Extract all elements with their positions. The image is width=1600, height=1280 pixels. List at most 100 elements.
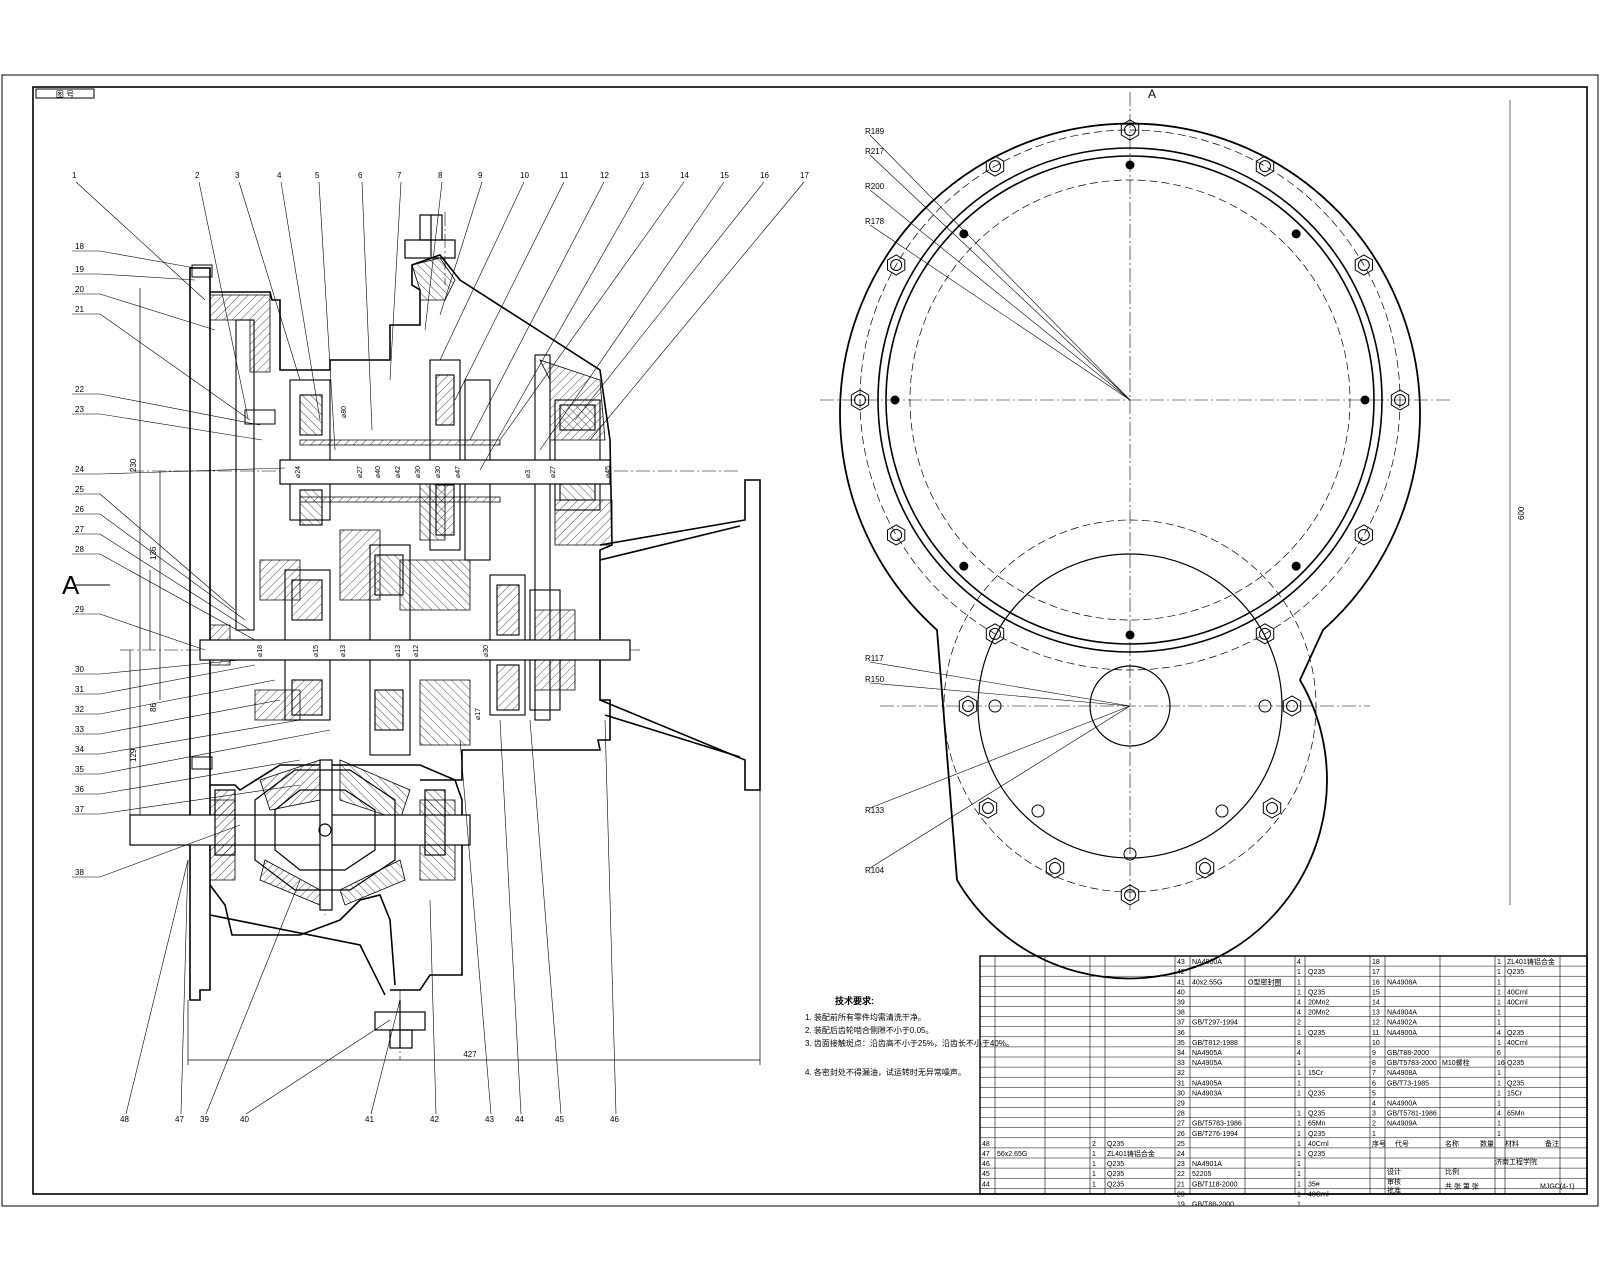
gearbox-end-view: A 600 R189 R217 R200 R178 R117 R150 R133… — [820, 87, 1526, 980]
hex-bolt-head — [1390, 389, 1410, 411]
bom-qty: 8 — [1297, 1040, 1301, 1047]
technical-notes: 技术要求: 1. 装配前所有零件均需清洗干净。 2. 装配后齿轮啮合侧隙不小于0… — [805, 995, 1014, 1077]
svg-text:R133: R133 — [865, 806, 885, 815]
bom-index: 11 — [1372, 1030, 1379, 1037]
bom-index: 37 — [1177, 1020, 1185, 1027]
bom-material: 35# — [1308, 1181, 1320, 1188]
bom-index: 6 — [1372, 1080, 1376, 1087]
bom-qty: 4 — [1497, 1111, 1501, 1118]
bom-material: Q235 — [1107, 1171, 1124, 1178]
balloon-bottom: 40 — [240, 1115, 249, 1124]
svg-text:R217: R217 — [865, 147, 885, 156]
bom-qty: 1 — [1497, 1000, 1501, 1007]
bom-qty: 1 — [1497, 1070, 1501, 1077]
bom-code: GB/T118-2000 — [1192, 1181, 1238, 1188]
hex-bolt-washer — [1049, 862, 1061, 874]
svg-text:⌀3: ⌀3 — [525, 470, 532, 478]
dim-vert-86: 86 — [149, 703, 158, 712]
dimension-lines — [129, 288, 761, 1065]
bom-index: 29 — [1177, 1101, 1185, 1108]
balloon-left: 26 — [75, 505, 84, 514]
bore-upper — [909, 179, 1351, 621]
bom-qty: 1 — [1092, 1151, 1096, 1158]
bolt-hole — [1123, 847, 1137, 861]
hex-bolt-washer — [890, 529, 903, 541]
balloon-left: 22 — [75, 385, 84, 394]
tap-hole — [959, 229, 969, 239]
bom-code: GB/T5781-1986 — [1387, 1111, 1437, 1118]
svg-text:⌀17: ⌀17 — [475, 708, 482, 720]
shafts — [129, 459, 631, 911]
hex-bolt-head — [1195, 857, 1215, 879]
hex-bolt-washer — [1266, 802, 1278, 814]
title-design: 设计 — [1387, 1167, 1401, 1176]
balloon-bottom: 48 — [120, 1115, 129, 1124]
bom-index: 43 — [1177, 959, 1185, 966]
dim-overall-width: 427 — [463, 1050, 477, 1059]
bom-qty: 1 — [1297, 1141, 1301, 1148]
hex-bolt-washer — [1259, 160, 1271, 173]
bom-qty: 16 — [1497, 1060, 1505, 1067]
shaft-dims-lower: ⌀18 ⌀15 ⌀13 ⌀13 ⌀12 ⌀30 ⌀17 — [257, 645, 490, 720]
bom-material: Q235 — [1308, 969, 1325, 976]
bom-index: 27 — [1177, 1121, 1185, 1128]
svg-text:R117: R117 — [865, 654, 884, 663]
hex-bolt-washer — [854, 394, 866, 406]
hex-bolt-washer — [1124, 889, 1136, 901]
balloon-left: 18 — [75, 242, 84, 251]
lower-boss — [1089, 665, 1171, 747]
bom-code: NA4905A — [1192, 1050, 1222, 1057]
balloon-bottom: 47 — [175, 1115, 184, 1124]
bom-index: 23 — [1177, 1161, 1185, 1168]
bom-material: 40Crnl — [1308, 1191, 1329, 1198]
radius-leaders — [869, 100, 1511, 905]
gearbox-section-view: A 230 136 86 129 427 ⌀80 ⌀24 ⌀27 ⌀40 ⌀42… — [62, 171, 809, 1124]
hex-bolt-head — [1120, 119, 1140, 141]
bolt-holes — [890, 160, 1370, 861]
svg-text:⌀27: ⌀27 — [357, 466, 364, 478]
bom-code: GB/T812-1988 — [1192, 1040, 1238, 1047]
svg-text:⌀24: ⌀24 — [295, 466, 302, 478]
bom-qty: 1 — [1497, 959, 1501, 966]
bom-index: 31 — [1177, 1080, 1185, 1087]
bom-qty: 1 — [1497, 1040, 1501, 1047]
bom-material: Q235 — [1107, 1161, 1124, 1168]
bom-qty: 1 — [1497, 969, 1501, 976]
bom-code: NA4908A — [1387, 1070, 1417, 1077]
bom-index: 48 — [982, 1141, 990, 1148]
bom-qty: 1 — [1297, 1202, 1301, 1209]
bom-material: 40Crnl — [1507, 989, 1528, 996]
flange-ring-inner — [885, 155, 1375, 645]
bom-material: 65Mn — [1308, 1121, 1326, 1128]
bom-name: M10螺栓 — [1442, 1058, 1470, 1067]
hex-bolt-head — [985, 623, 1005, 645]
balloon-left: 21 — [75, 305, 84, 314]
bom-material: Q235 — [1507, 1080, 1524, 1087]
svg-text:⌀13: ⌀13 — [395, 645, 402, 657]
bom-code: 40x2.55G — [1192, 979, 1222, 986]
bom-qty: 4 — [1297, 959, 1301, 966]
hex-bolt-head — [978, 797, 998, 819]
bom-qty: 4 — [1497, 1030, 1501, 1037]
bom-material: Q235 — [1507, 969, 1524, 976]
bom-code: GB/T5783-1986 — [1192, 1121, 1242, 1128]
lower-bolt-circle — [943, 519, 1317, 893]
hex-bolt-washer — [1394, 394, 1406, 406]
tap-hole — [1125, 160, 1135, 170]
balloon-top: 4 — [277, 171, 282, 180]
bom-material: Q235 — [1507, 1030, 1524, 1037]
svg-text:R200: R200 — [865, 182, 885, 191]
tech-note-1: 1. 装配前所有零件均需清洗干净。 — [805, 1012, 926, 1022]
radius-labels-lower: R117 R150 R133 R104 — [865, 654, 885, 875]
hex-bolt-head — [1120, 884, 1140, 906]
balloon-top: 13 — [640, 171, 649, 180]
tap-hole — [890, 395, 900, 405]
gear-blocks — [235, 319, 601, 756]
bom-code: GB/T297-1994 — [1192, 1020, 1238, 1027]
balloon-top: 7 — [397, 171, 402, 180]
bom-qty: 1 — [1297, 1111, 1301, 1118]
bom-code: GB/T5783-2000 — [1387, 1060, 1437, 1067]
bom-index: 24 — [1177, 1151, 1185, 1158]
bom-material: Q235 — [1308, 1090, 1325, 1097]
